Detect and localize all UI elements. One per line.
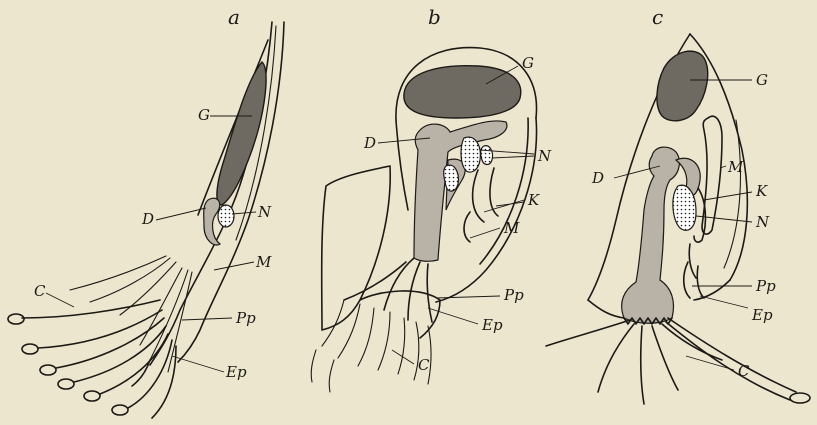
panel-a-label-pp: Pp [235, 309, 256, 327]
panel-a-letter: a [228, 5, 240, 29]
panel-b-gut-d [414, 121, 507, 261]
panel-a-label-n: N [257, 203, 272, 221]
panel-a-label-ep: Ep [225, 363, 247, 381]
panel-c-letter: c [652, 5, 663, 29]
panel-a-label-c: C [34, 282, 46, 300]
panel-a-label-g: G [198, 106, 210, 124]
panel-c-label-n: N [755, 213, 770, 231]
panel-a-tentacles-c [8, 300, 176, 418]
panel-b-label-pp: Pp [503, 286, 524, 304]
panel-a-label-d: D [141, 210, 154, 228]
panel-c-label-ep: Ep [751, 306, 773, 324]
panel-b-label-ep: Ep [481, 316, 503, 334]
panel-b-label-n: N [537, 147, 552, 165]
panel-b-ganglion-n3 [481, 146, 493, 165]
panel-b-label-k: K [527, 191, 540, 209]
panel-b-label-d: D [363, 134, 376, 152]
panel-c-tentacles-c [546, 318, 810, 404]
panel-c-label-pp: Pp [755, 277, 776, 295]
panel-c-label-k: K [755, 182, 768, 200]
panel-b-label-g: G [522, 54, 534, 72]
panel-a-ganglion-n [218, 205, 234, 227]
panel-c-label-g: G [756, 71, 768, 89]
panel-b-ganglion-n2 [444, 165, 459, 191]
panel-c: c [546, 5, 810, 404]
panel-c-label-c: C [738, 362, 750, 380]
panel-a-leader-lines [46, 116, 256, 372]
panel-b: b [311, 5, 552, 392]
panel-a-label-m: M [255, 253, 272, 271]
panel-c-label-m: M [727, 158, 744, 176]
panel-b-k-left [473, 170, 484, 222]
panel-b-letter: b [428, 5, 441, 29]
panel-b-label-m: M [503, 219, 520, 237]
panel-b-ganglion-n1 [461, 137, 480, 172]
panel-c-gland-g [657, 51, 708, 121]
panel-a: a [8, 5, 284, 418]
panel-b-label-c: C [418, 356, 430, 374]
panel-b-gland-g [404, 66, 521, 118]
panel-c-label-d: D [591, 169, 604, 187]
panel-b-tentacles-c [311, 258, 432, 392]
